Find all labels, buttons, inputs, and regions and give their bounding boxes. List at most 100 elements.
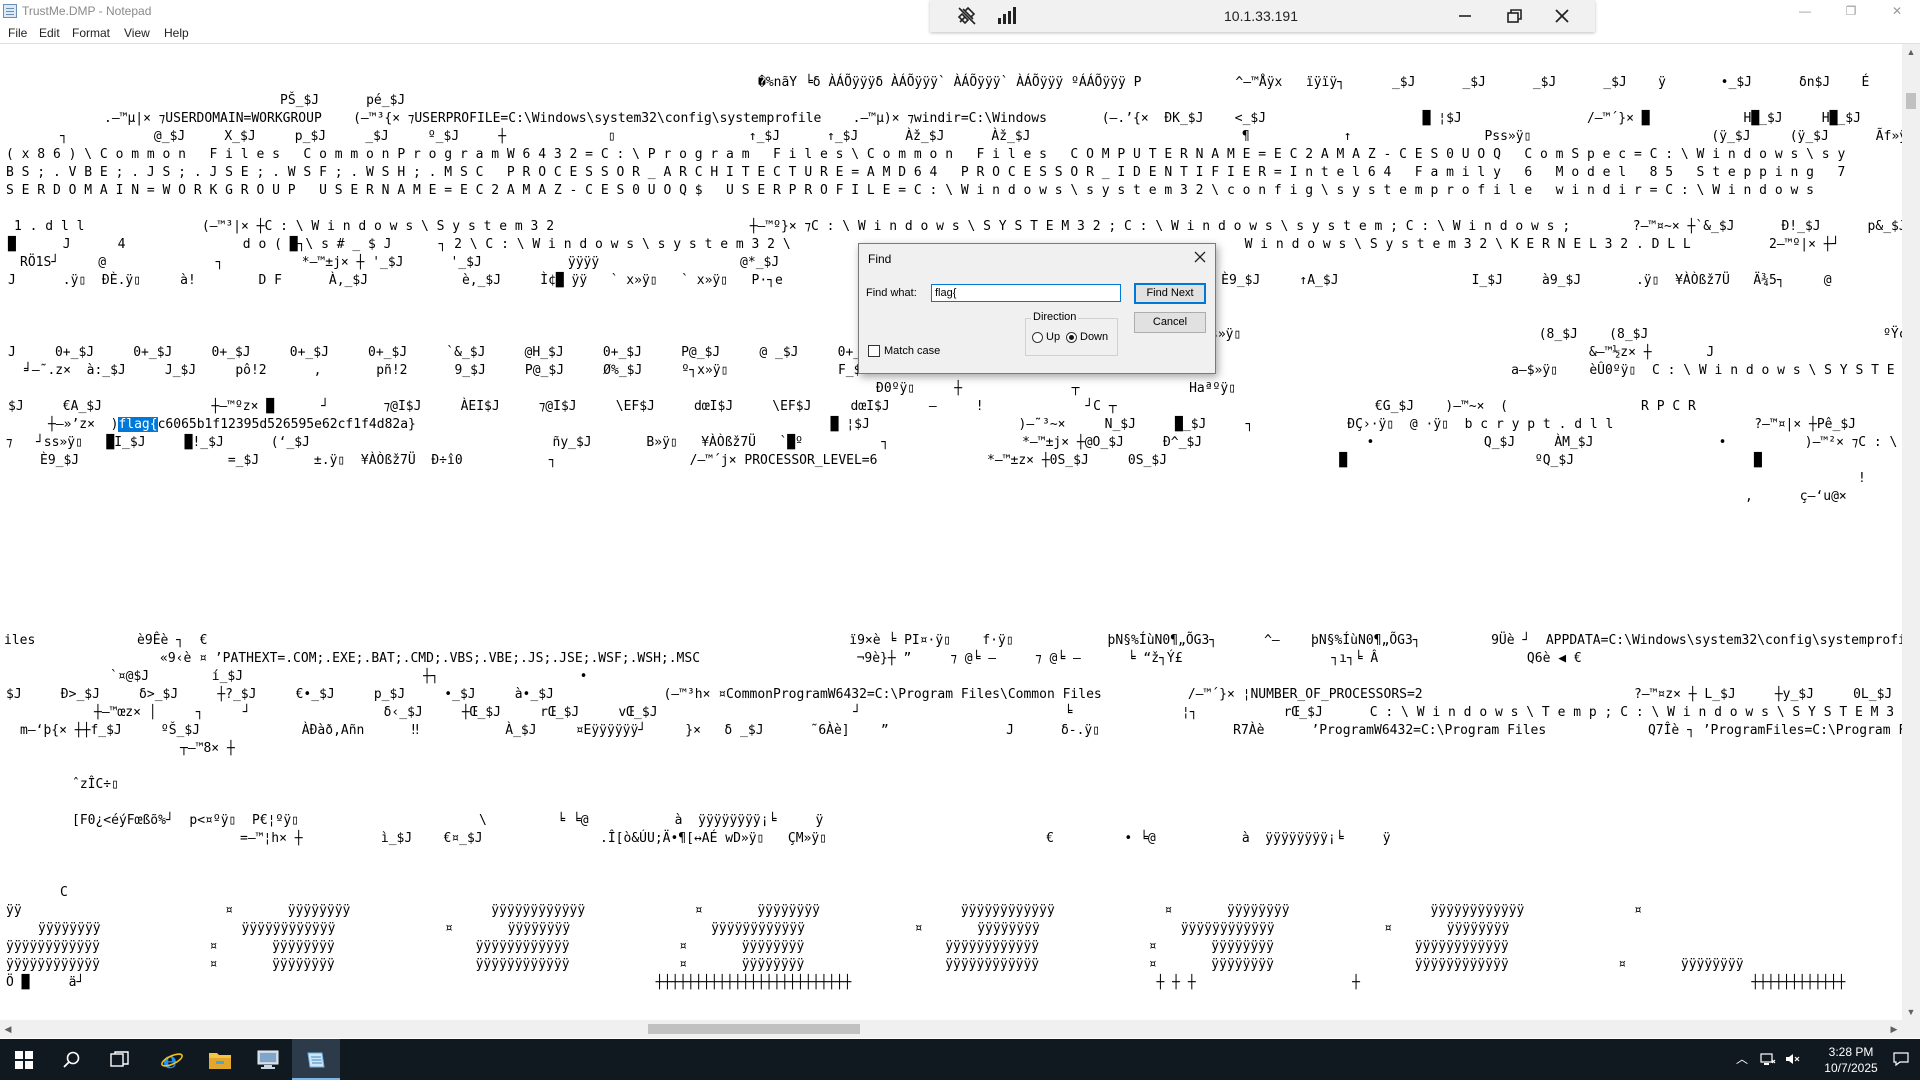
text-line: PŠ_$J pé_$J (280, 93, 406, 108)
text-line: ( x 8 6 ) \ C o m m o n F i l e s C o m … (6, 147, 1846, 162)
chevron-up-icon[interactable]: ︿ (1735, 1052, 1748, 1066)
menu-help[interactable]: Help (164, 26, 189, 40)
remote-desktop-button[interactable] (244, 1039, 292, 1080)
text-line: Ð0ºÿ▯ ┼ ┬ Haªºÿ▯ (876, 381, 1237, 396)
scroll-corner (1902, 1020, 1920, 1038)
minimize-button[interactable]: — (1799, 4, 1811, 18)
text-line: ┬–™8× ┼ (180, 741, 235, 756)
text-line: m–‘þ{× ┼┼f_$J ºŠ_$J ÀÐàð‚Añn ‼ À_$J ¤Eÿÿ… (20, 723, 1902, 738)
find-what-label: Find what: (866, 287, 917, 299)
text-line: J 0+_$J 0+_$J 0+_$J 0+_$J 0+_$J `&_$J @H… (8, 345, 1715, 360)
start-icon (15, 1050, 33, 1069)
text-line: █ J 4 d o ( █┐\ s # _ $ J ┐ 2 \ C : \ W … (8, 237, 1840, 252)
text-line: ┼–»’z× )flag{c6065b1f12395d526595e62cf1f… (48, 417, 1856, 432)
direction-up-radio[interactable] (1032, 332, 1043, 343)
direction-up-label[interactable]: Up (1046, 331, 1061, 343)
file-explorer-icon (209, 1052, 231, 1069)
scroll-down-arrow-icon[interactable]: ▼ (1906, 1007, 1916, 1017)
remote-restore-icon[interactable] (1500, 4, 1528, 28)
text-line: `¤@$J í_$J ┼┐ • (110, 669, 588, 684)
find-dialog-close-icon[interactable] (1187, 246, 1213, 268)
text-line: J .ÿ▯ ÐÈ.ÿ▯ à! D F À,_$J è,_$J Ì¢█ ÿÿ ` … (8, 273, 1832, 288)
horizontal-scroll-thumb[interactable] (648, 1024, 860, 1034)
vertical-scrollbar[interactable]: ▲ ▼ (1902, 44, 1920, 1020)
find-next-button[interactable]: Find Next (1134, 283, 1206, 304)
text-line: Ö █ ä┘ ┼┼┼┼┼┼┼┼┼┼┼┼┼┼┼┼┼┼┼┼┼┼┼┼┼ ┼ ┼ ┼ ┼ (6, 975, 1846, 990)
direction-group: Direction Up Down (1025, 311, 1118, 356)
menu-format[interactable]: Format (72, 26, 111, 40)
maximize-button[interactable]: ❐ (1845, 4, 1857, 18)
clock-date: 10/7/2025 (1824, 1061, 1878, 1075)
match-case-checkbox[interactable] (868, 345, 880, 357)
search-match-highlight: flag{ (118, 417, 158, 432)
notepad-app-icon (3, 4, 17, 18)
text-line: $J €A_$J ┼–™ºz× █ ┘ ⁊@I$J ÀEI$J ⁊@I$J \E… (8, 399, 1696, 414)
internet-explorer-icon: e (161, 1048, 183, 1072)
match-case-label[interactable]: Match case (884, 345, 941, 357)
internet-explorer-button[interactable]: e (148, 1039, 196, 1080)
text-line: ⁊ ┘ss»ÿ▯ █I_$J █!_$J (‘_$J ñy_$J B»ÿ▯ ¥À… (6, 435, 1902, 450)
text-line: ┐ @_$J X_$J p_$J _$J º_$J ┼ ▯ ↑_$J ↑_$J … (60, 129, 1902, 144)
text-line: S E R D O M A I N = W O R K G R O U P U … (6, 183, 1814, 198)
connection-quality-icon[interactable] (994, 4, 1022, 28)
remote-minimize-icon[interactable] (1451, 4, 1479, 28)
text-line: =–™¦h× ┼ ì_$J €¤_$J .Î[ò&ÚU;Ä•¶[↔AÉ wD»ÿ… (240, 831, 1391, 846)
remote-host-address: 10.1.33.191 (1224, 8, 1298, 24)
clock-time: 3:28 PM (1828, 1045, 1874, 1059)
text-editor-area[interactable]: �%nãY ╘δ ÀÁÕÿÿÿδ ÀÁÕÿÿÿ` ÀÁÕÿÿÿ` ÀÁÕÿÿÿ … (0, 44, 1902, 1020)
scroll-right-arrow-icon[interactable]: ▶ (1890, 1024, 1898, 1034)
task-view-icon (110, 1050, 129, 1067)
window-title: TrustMe.DMP - Notepad (22, 4, 152, 18)
text-line: ÿÿ ¤ ÿÿÿÿÿÿÿÿ ÿÿÿÿÿÿÿÿÿÿÿÿ ¤ ÿÿÿÿÿÿÿÿ ÿÿ… (6, 903, 1642, 918)
menu-view[interactable]: View (124, 26, 150, 40)
direction-label: Direction (1031, 311, 1079, 323)
remote-close-icon[interactable] (1548, 4, 1576, 28)
remote-desktop-icon (257, 1050, 279, 1069)
text-line: .–™µ|× ⁊USERDOMAIN=WORKGROUP (–™³{× ⁊USE… (104, 111, 1861, 126)
text-line: iles è9Êè ┐ € ï9×è ╘ PI¤·ÿ▯ f·ÿ▯ þN§%ÍùN… (4, 633, 1902, 648)
task-view-button[interactable] (96, 1039, 144, 1080)
search-icon (63, 1051, 80, 1068)
text-line: È9_$J =_$J ±.ÿ▯ ¥ÀÒßž7Ü Ð÷î0 ┐ /–™´j× PR… (40, 453, 1902, 468)
text-line: ˆzÎC÷▯ (72, 777, 119, 792)
volume-icon[interactable] (1784, 1051, 1800, 1067)
find-dialog: Find Find what: flag{ Find Next Cancel D… (858, 243, 1216, 374)
pin-icon[interactable] (954, 4, 982, 28)
text-line: ╛–˜.z× à:_$J J_$J pô!2 , pñ!2 9_$J P@_$J… (24, 363, 1895, 378)
horizontal-scrollbar[interactable]: ◀ ▶ (0, 1020, 1902, 1038)
text-line: s»ÿ▯ (8_$J (8_$J ºŸc»ÿ▯ (1210, 327, 1902, 342)
text-line: [F0¿<éýFœßõ%┘ p<¤ºÿ▯ P€¦ºÿ▯ \ ╘ ╘@ à ÿÿÿ… (72, 813, 824, 828)
text-line: RÖ1S┘ @ ┐ *–™±j× ┼ '_$J '_$J ÿÿÿÿ @*_$J (20, 255, 780, 270)
text-line: ! (1858, 471, 1866, 486)
text-line: $J Ð>_$J δ>_$J ┼?_$J €•_$J p_$J •_$J à•_… (6, 687, 1902, 702)
text-line: , ç–‘u@× (1745, 489, 1847, 504)
taskbar: e ︿ 3:28 PM (0, 1039, 1920, 1080)
find-what-input[interactable]: flag{ (931, 284, 1121, 302)
menu-file[interactable]: File (8, 26, 28, 40)
direction-down-label[interactable]: Down (1080, 331, 1109, 343)
notepad-taskbar-button[interactable] (292, 1039, 340, 1080)
scroll-left-arrow-icon[interactable]: ◀ (4, 1024, 12, 1034)
start-button[interactable] (0, 1039, 48, 1080)
notepad-icon (307, 1052, 325, 1067)
direction-down-radio[interactable] (1066, 332, 1077, 343)
system-clock[interactable]: 3:28 PM 10/7/2025 (1822, 1044, 1880, 1076)
text-line: B S ; . V B E ; . J S ; . J S E ; . W S … (6, 165, 1846, 180)
text-line: «9‹è ¤ ’PATHEXT=.COM;.EXE;.BAT;.CMD;.VBS… (160, 651, 1582, 666)
search-button[interactable] (48, 1039, 96, 1080)
find-dialog-title: Find (868, 252, 892, 266)
network-icon[interactable] (1760, 1051, 1776, 1067)
notifications-icon[interactable] (1893, 1051, 1909, 1067)
file-explorer-button[interactable] (196, 1039, 244, 1080)
menu-edit[interactable]: Edit (39, 26, 60, 40)
text-line: ÿÿÿÿÿÿÿÿ ÿÿÿÿÿÿÿÿÿÿÿÿ ¤ ÿÿÿÿÿÿÿÿ ÿÿÿÿÿÿÿ… (38, 921, 1510, 936)
cancel-button[interactable]: Cancel (1134, 312, 1206, 333)
text-line: ┼–™œz× │ ┐ ┘ δ‹_$J ┼Œ_$J rŒ_$J vŒ_$J ┘ ╘… (94, 705, 1902, 720)
text-line: ÿÿÿÿÿÿÿÿÿÿÿÿ ¤ ÿÿÿÿÿÿÿÿ ÿÿÿÿÿÿÿÿÿÿÿÿ ¤ ÿ… (6, 957, 1744, 972)
remote-connection-bar: 10.1.33.191 (930, 0, 1595, 32)
close-button[interactable]: ✕ (1891, 4, 1903, 18)
scroll-up-arrow-icon[interactable]: ▲ (1906, 47, 1916, 57)
text-line: �%nãY ╘δ ÀÁÕÿÿÿδ ÀÁÕÿÿÿ` ÀÁÕÿÿÿ` ÀÁÕÿÿÿ … (758, 75, 1870, 90)
text-line: ÿÿÿÿÿÿÿÿÿÿÿÿ ¤ ÿÿÿÿÿÿÿÿ ÿÿÿÿÿÿÿÿÿÿÿÿ ¤ ÿ… (6, 939, 1509, 954)
vertical-scroll-thumb[interactable] (1906, 93, 1916, 109)
